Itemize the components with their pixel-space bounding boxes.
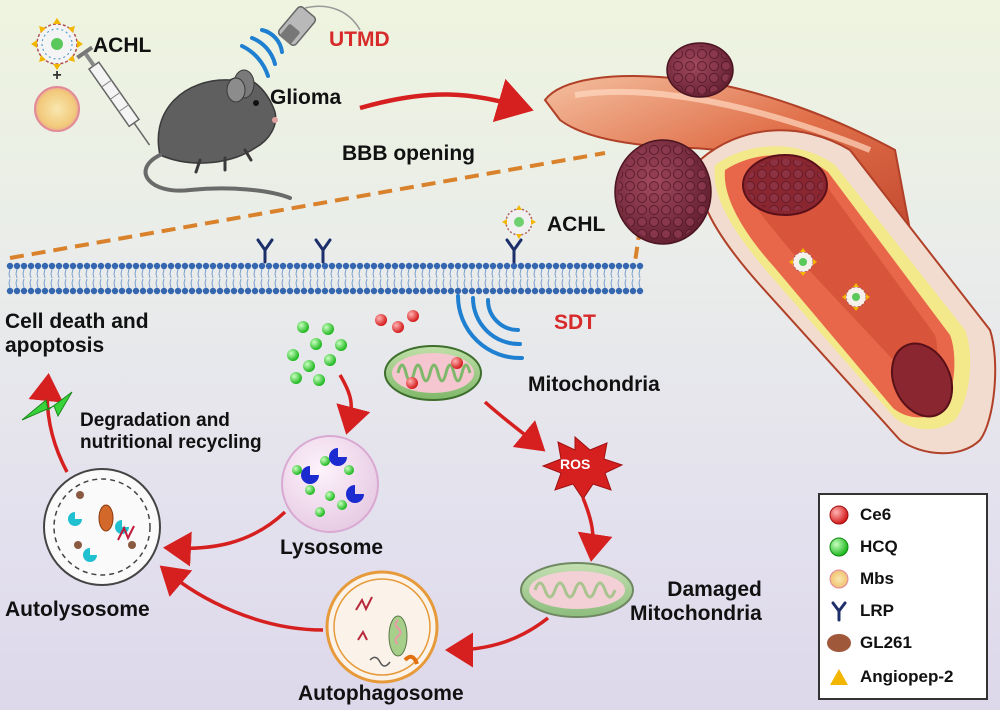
legend-label: GL261 <box>860 633 912 652</box>
legend-item-ce6: Ce6 <box>826 503 891 527</box>
achl-nanoparticle-membrane <box>502 205 536 239</box>
mouse-illustration <box>143 69 292 200</box>
receptor-y-icon <box>826 599 852 623</box>
ce6-cluster <box>375 310 419 333</box>
glioma-label: Glioma <box>270 86 342 109</box>
blood-vessel-illustration <box>543 75 997 455</box>
microbubble-icon <box>34 86 80 132</box>
legend-item-hcq: HCQ <box>826 535 898 559</box>
ros-label: ROS <box>560 456 591 472</box>
ultrasound-probe-icon <box>277 5 361 46</box>
legend-label: HCQ <box>860 537 898 556</box>
glioma-tumor-main <box>614 139 712 245</box>
lrp-receptor-2 <box>314 238 332 264</box>
cell-death-label: Cell death and apoptosis <box>5 310 149 358</box>
hcq-cluster <box>287 321 347 386</box>
bbb-opening-label: BBB opening <box>342 142 475 165</box>
glioma-tumor-top <box>666 42 734 98</box>
legend-label: Ce6 <box>860 505 892 524</box>
achl-nanoparticle-icon <box>31 18 83 70</box>
cell-ellipse-icon <box>826 631 852 655</box>
autophagosome-label: Autophagosome <box>298 682 464 705</box>
legend-item-gl261: GL261 <box>826 631 912 655</box>
legend-item-mbs: Mbs <box>826 567 894 591</box>
legend-label: Angiopep-2 <box>860 667 954 686</box>
lrp-receptor-1 <box>256 238 274 264</box>
green-sphere-icon <box>826 535 852 559</box>
triangle-icon <box>826 665 852 689</box>
legend-item-lrp: LRP <box>826 599 894 623</box>
legend-label: LRP <box>860 601 894 620</box>
lysosome-illustration <box>281 435 379 533</box>
ultrasound-waves-sdt <box>456 294 524 361</box>
syringe-icon <box>76 45 151 146</box>
cell-membrane <box>6 262 644 295</box>
sdt-label: SDT <box>554 311 596 334</box>
lightning-bolt-icon <box>21 391 73 421</box>
mitochondrion-illustration <box>384 345 482 401</box>
autolysosome-illustration <box>43 468 161 586</box>
achl-membrane-label: ACHL <box>547 213 606 236</box>
autophagosome-illustration <box>325 570 439 684</box>
legend-box: Ce6 HCQ Mbs LRP GL261 Angiopep-2 <box>818 493 988 700</box>
red-sphere-icon <box>826 503 852 527</box>
achl-label: ACHL <box>93 34 152 57</box>
lysosome-label: Lysosome <box>280 536 384 559</box>
autolysosome-label: Autolysosome <box>5 598 150 621</box>
microbubble-icon <box>826 567 852 591</box>
utmd-label: UTMD <box>329 28 390 51</box>
legend-label: Mbs <box>860 569 894 588</box>
damaged-mitochondria-label: Damaged Mitochondria <box>630 578 762 626</box>
damaged-mitochondrion-illustration <box>520 562 634 618</box>
ultrasound-waves-top <box>240 28 284 78</box>
svg-text:+: + <box>52 67 61 84</box>
mitochondria-label: Mitochondria <box>528 373 660 396</box>
legend-item-angiopep: Angiopep-2 <box>826 665 954 689</box>
lrp-receptor-3 <box>505 238 523 264</box>
degradation-label: Degradation and nutritional recycling <box>80 410 262 453</box>
